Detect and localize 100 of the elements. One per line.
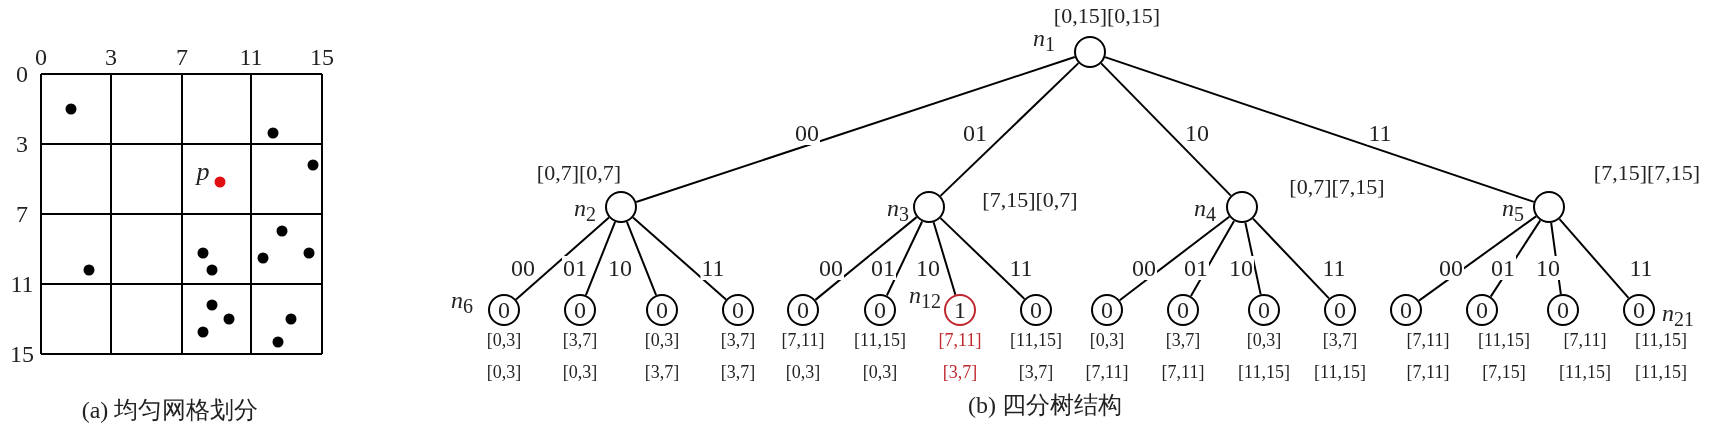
leaf-circle: 1 <box>944 294 976 326</box>
interval-label: [7,11] <box>1406 363 1450 381</box>
leaf-circle: 0 <box>1020 294 1052 326</box>
tree-edge <box>515 216 610 301</box>
interval-label: [7,11] <box>1563 331 1607 349</box>
interval-label: [3,7] <box>1018 363 1054 381</box>
tree-node-circle <box>1533 191 1565 223</box>
interval-label: [0,3] <box>562 363 598 381</box>
axis-number: 7 <box>16 202 28 226</box>
tree-node-circle <box>1074 36 1106 68</box>
axis-number: 11 <box>10 272 34 296</box>
edge-label: 01 <box>1490 256 1516 280</box>
tree-node-circle <box>1226 191 1258 223</box>
interval-label: [11,15] <box>1635 363 1687 381</box>
tree-edge <box>632 216 727 301</box>
interval-label: [11,15] <box>1478 331 1530 349</box>
axis-number: 7 <box>176 45 188 69</box>
interval-label: [0,3] <box>644 331 680 349</box>
interval-label: [3,7] <box>720 363 756 381</box>
tree-edge <box>932 221 957 296</box>
interval-label: [0,7][7,15] <box>1289 176 1385 198</box>
interval-label: [3,7] <box>644 363 680 381</box>
tree-edge <box>814 216 918 301</box>
tree-edge <box>1558 218 1630 299</box>
node-name-label: n$_{12}$ <box>909 282 941 312</box>
interval-label: [11,15] <box>1010 331 1062 349</box>
leaf-circle: 0 <box>1091 294 1123 326</box>
interval-label: [11,15] <box>1314 363 1366 381</box>
interval-label: [7,11] <box>1406 331 1450 349</box>
interval-label: [0,3] <box>486 331 522 349</box>
leaf-circle: 0 <box>722 294 754 326</box>
edge-label: 10 <box>1535 256 1561 280</box>
axis-number: 3 <box>16 132 28 156</box>
interval-label: [7,11] <box>781 331 825 349</box>
tree-node-circle <box>913 191 945 223</box>
tree-edge <box>939 217 1026 300</box>
leaf-circle: 0 <box>488 294 520 326</box>
tree-edge <box>1104 56 1535 203</box>
interval-label: [7,11] <box>938 331 982 349</box>
leaf-circle: 0 <box>564 294 596 326</box>
interval-label: [0,3] <box>1089 331 1125 349</box>
node-name-label: n$_{3}$ <box>887 195 909 225</box>
axis-number: 11 <box>239 45 263 69</box>
interval-label: [11,15] <box>1559 363 1611 381</box>
node-name-label: n$_{21}$ <box>1662 300 1694 330</box>
tree-edge <box>625 220 658 297</box>
leaf-circle: 0 <box>646 294 678 326</box>
tree-edge <box>885 220 924 297</box>
axis-number: 15 <box>310 45 334 69</box>
subfigure-caption: (a) 均匀网格划分 <box>81 398 259 422</box>
interval-label: [11,15] <box>854 331 906 349</box>
interval-label: [3,7] <box>562 331 598 349</box>
tree-edge <box>584 220 617 297</box>
edge-label: 01 <box>870 256 896 280</box>
leaf-circle: 0 <box>1623 294 1655 326</box>
interval-label: [3,7] <box>942 363 978 381</box>
leaf-circle: 0 <box>787 294 819 326</box>
leaf-circle: 0 <box>1324 294 1356 326</box>
node-name-label: n$_{5}$ <box>1502 195 1524 225</box>
leaf-circle: 0 <box>1466 294 1498 326</box>
interval-label: [3,7] <box>720 331 756 349</box>
interval-label: [11,15] <box>1238 363 1290 381</box>
interval-label: [7,15] <box>1482 363 1526 381</box>
axis-number: 0 <box>16 62 28 86</box>
interval-label: [3,7] <box>1322 331 1358 349</box>
tree-edge <box>1244 221 1262 296</box>
tree-node-circle <box>605 191 637 223</box>
tree-edge <box>1100 62 1232 197</box>
interval-label: [3,7] <box>1165 331 1201 349</box>
interval-label: [0,3] <box>862 363 898 381</box>
interval-label: [0,3] <box>1246 331 1282 349</box>
interval-label: [11,15] <box>1635 331 1687 349</box>
tree-edge <box>635 56 1076 203</box>
point-label: p <box>196 159 210 185</box>
interval-label: [0,3] <box>785 363 821 381</box>
node-name-label: n$_{2}$ <box>574 195 596 225</box>
interval-label: [7,11] <box>1085 363 1129 381</box>
axis-number: 15 <box>10 342 34 366</box>
tree-edge <box>1189 219 1236 298</box>
leaf-circle: 0 <box>1167 294 1199 326</box>
axis-number: 3 <box>105 45 117 69</box>
tree-edge <box>1418 215 1537 302</box>
leaf-circle: 0 <box>864 294 896 326</box>
interval-label: [0,7][0,7] <box>536 162 622 184</box>
leaf-circle: 0 <box>1547 294 1579 326</box>
interval-label: [0,3] <box>486 363 522 381</box>
leaf-circle: 0 <box>1390 294 1422 326</box>
interval-label: [7,11] <box>1161 363 1205 381</box>
subfigure-caption: (b) 四分树结构 <box>968 393 1122 417</box>
node-name-label: n$_{4}$ <box>1194 195 1216 225</box>
interval-label: [7,15][0,7] <box>982 189 1078 211</box>
tree-edge <box>1118 215 1231 302</box>
axis-number: 0 <box>35 45 47 69</box>
interval-label: [7,15][7,15] <box>1593 162 1701 184</box>
interval-label: [0,15][0,15] <box>1053 5 1161 27</box>
node-name-label: n$_{6}$ <box>451 287 473 317</box>
node-name-label: n$_{1}$ <box>1033 25 1055 55</box>
tree-edge <box>1252 217 1330 300</box>
leaf-circle: 0 <box>1248 294 1280 326</box>
tree-edge <box>939 62 1080 197</box>
